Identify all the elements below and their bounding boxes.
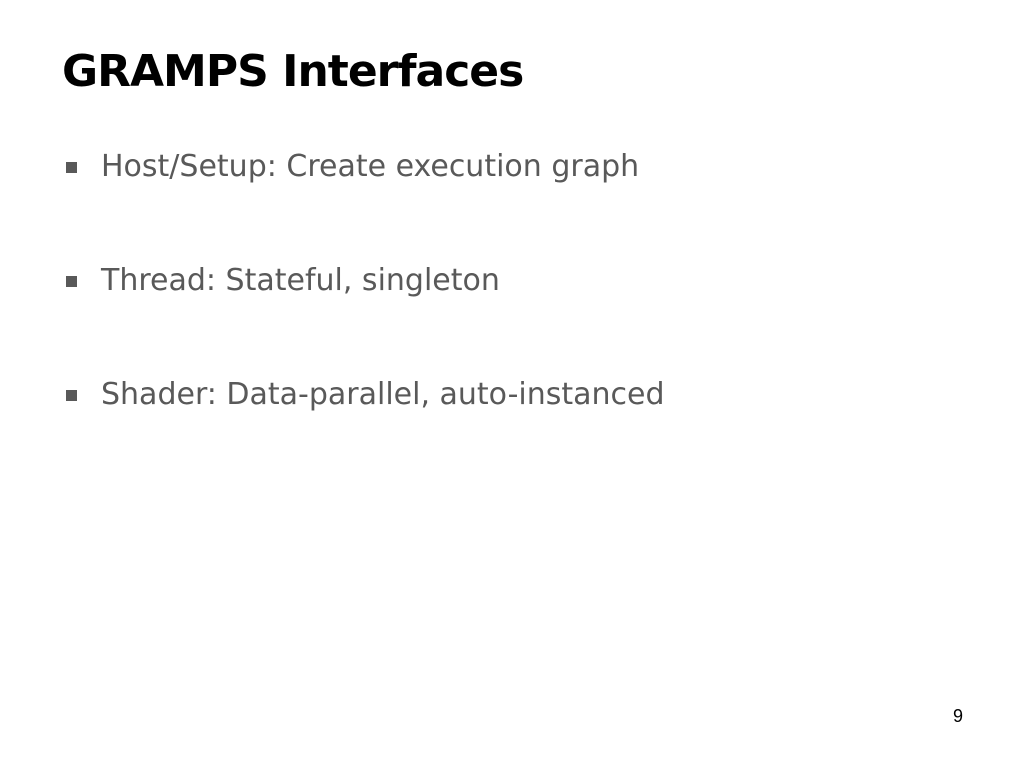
square-bullet-icon — [66, 389, 77, 401]
bullet-text: Host/Setup: Create execution graph — [101, 149, 640, 184]
square-bullet-icon — [66, 275, 77, 287]
square-bullet-icon — [66, 161, 77, 173]
bullet-item-host-setup: Host/Setup: Create execution graph — [62, 144, 665, 190]
slide-title: GRAMPS Interfaces — [62, 46, 524, 97]
page-number: 9 — [952, 706, 963, 726]
bullet-list: Host/Setup: Create execution graph Threa… — [62, 144, 665, 486]
bullet-item-shader: Shader: Data-parallel, auto-instanced — [62, 372, 665, 418]
bullet-text: Thread: Stateful, singleton — [101, 263, 500, 298]
bullet-text: Shader: Data-parallel, auto-instanced — [101, 377, 665, 412]
bullet-item-thread: Thread: Stateful, singleton — [62, 258, 665, 304]
